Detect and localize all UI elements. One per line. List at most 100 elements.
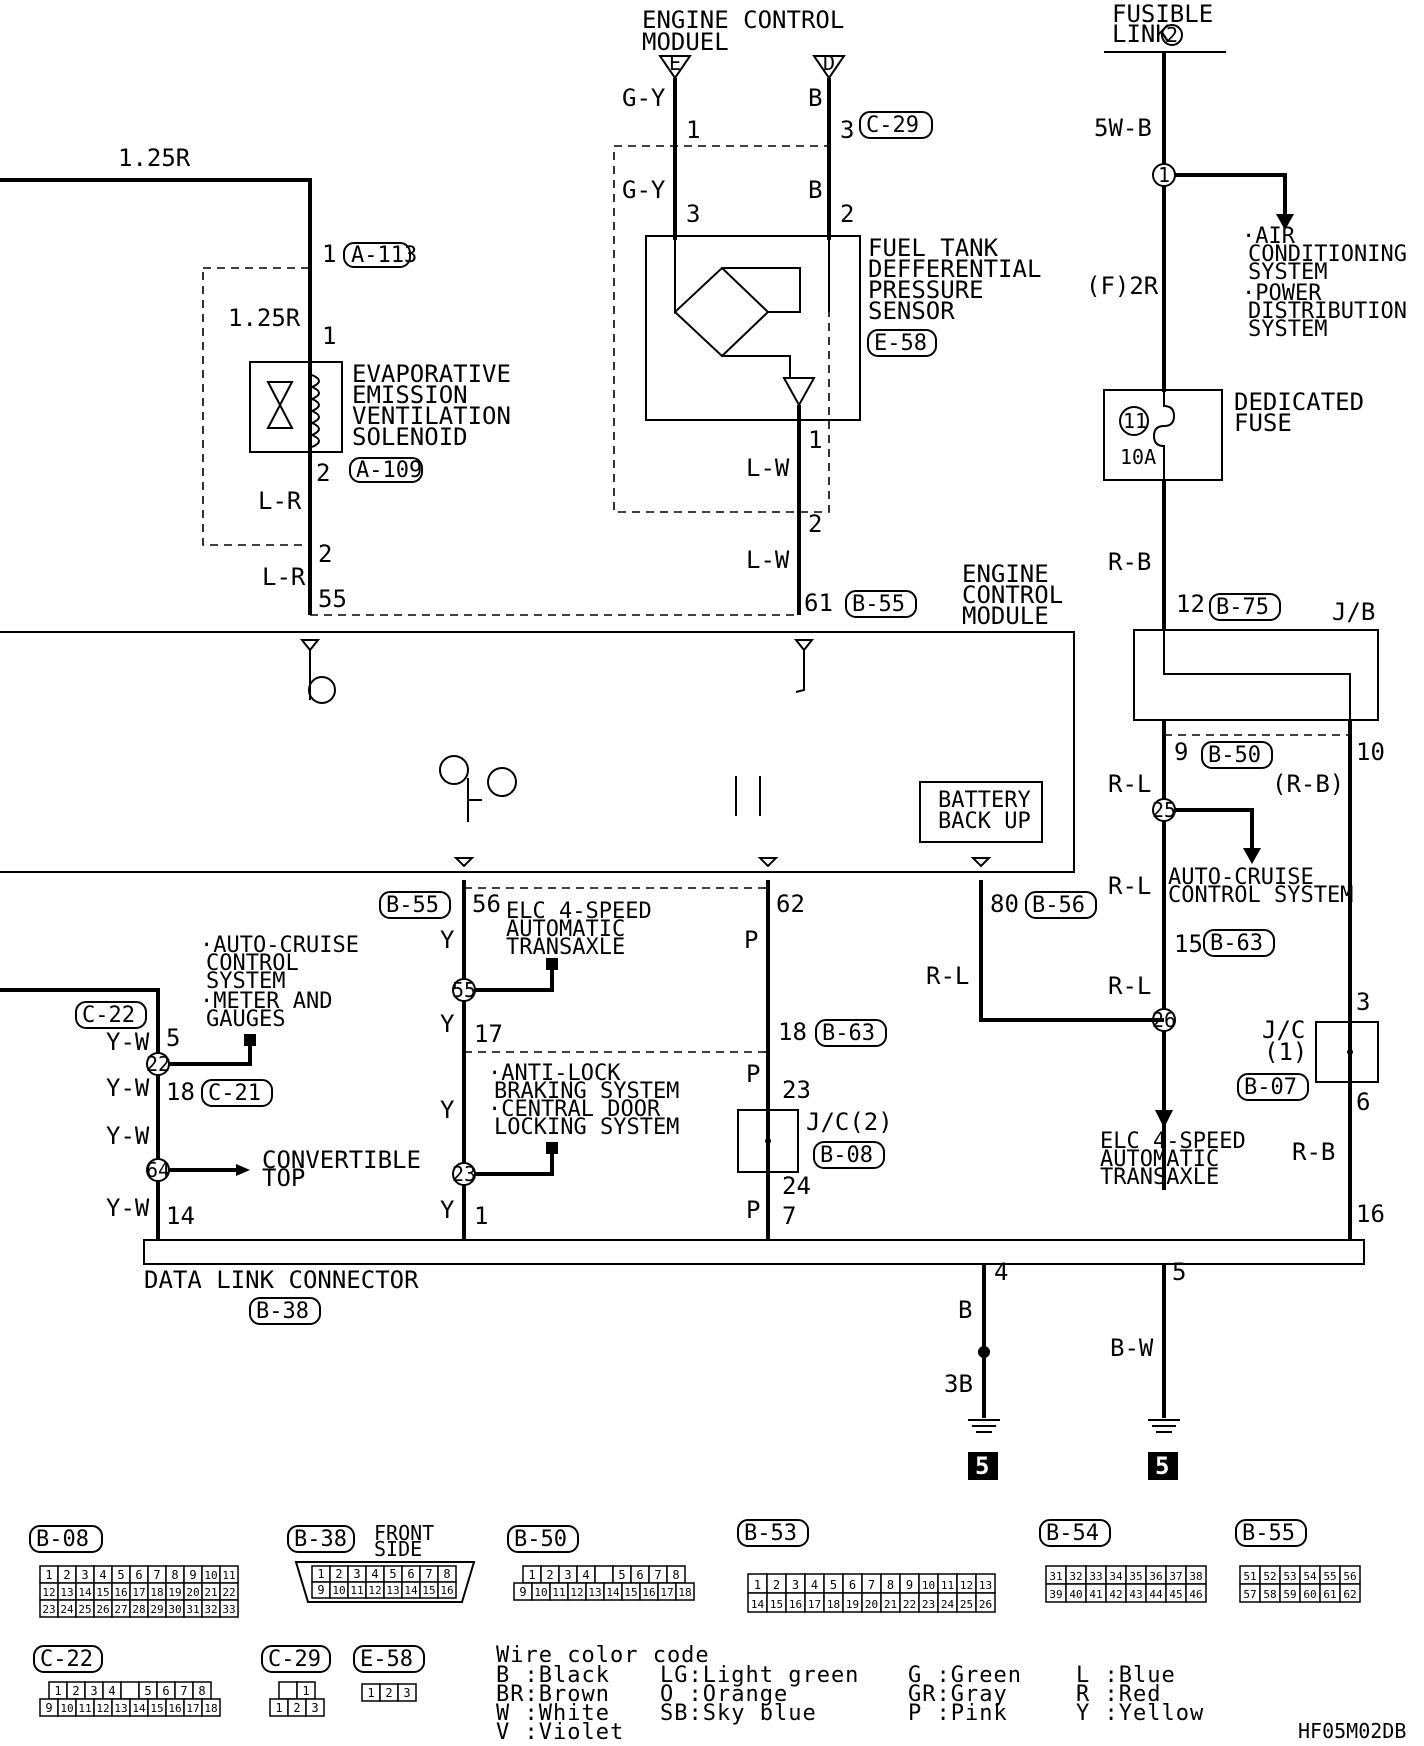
connector-pin-number: 8 (887, 1578, 894, 1592)
connector-pin-number: 42 (1109, 1588, 1122, 1601)
svg-text:B-56: B-56 (1032, 893, 1085, 918)
system-label: CONTROL SYSTEM (1168, 883, 1353, 908)
connector-pin-number: 46 (1189, 1588, 1202, 1601)
component-label: J/C (1262, 1016, 1305, 1044)
pin-label: 1 (322, 240, 336, 268)
connector-pin-number: 8 (443, 1567, 450, 1581)
connector-pin-number: 3 (90, 1684, 97, 1698)
connector-pin-number: 24 (941, 1598, 955, 1611)
ecm-outline (0, 631, 1075, 873)
pin-label: 2 (808, 510, 822, 538)
pin-label: 2 (318, 540, 332, 568)
ground-point-badge (1148, 1452, 1178, 1480)
connector-pin-number: 43 (1129, 1588, 1142, 1601)
connector-pin-number: 24 (60, 1603, 74, 1616)
connector-tag-b55: B-55 (845, 590, 917, 618)
legend-title: Wire color code (496, 1643, 710, 1668)
system-label: ·ANTI-LOCK (488, 1061, 621, 1086)
connector-pin-number: 11 (552, 1586, 565, 1599)
connector-pin-number: 15 (150, 1702, 163, 1715)
legend-entry: O :Orange (660, 1682, 788, 1707)
connector-pin-number: 3 (564, 1568, 571, 1582)
connector-pin-number: 12 (960, 1579, 973, 1592)
connector-pin-number: 14 (751, 1598, 765, 1611)
connector-pin-number: 1 (317, 1567, 324, 1581)
connector-pin-number: 56 (1343, 1570, 1356, 1583)
connector-pin-number: 41 (1089, 1588, 1102, 1601)
svg-text:B-63: B-63 (822, 1021, 875, 1046)
battery-label: BATTERY (938, 788, 1031, 813)
wire-yw (0, 988, 160, 1240)
pin-label: 24 (782, 1172, 811, 1200)
wire-label: L-W (746, 546, 790, 574)
connector-pin-number: 11 (222, 1569, 235, 1582)
connector-pin-number: 16 (789, 1598, 802, 1611)
connector-pin-number: 10 (534, 1586, 547, 1599)
connector-pin-number: 1 (367, 1686, 374, 1700)
legend-entry: SB:Sky blue (660, 1701, 817, 1726)
system-label: AUTOMATIC (1100, 1147, 1219, 1172)
connector-cell (975, 1592, 996, 1613)
wire-label: Y-W (106, 1122, 150, 1150)
connector-tag-b50: B-50 (1201, 741, 1273, 769)
terminal-icon (546, 1142, 558, 1154)
connector-pin-number: 18 (204, 1702, 217, 1715)
pin-label: 1 (322, 322, 336, 350)
resistor-icon (735, 776, 761, 816)
connector-pin-number: 6 (407, 1567, 414, 1581)
joint-connector-1 (1315, 1021, 1379, 1083)
terminal-icon (244, 1034, 256, 1046)
svg-text:C-22: C-22 (82, 1003, 135, 1028)
terminal-letter: E (669, 51, 681, 75)
ground-point-number: 5 (975, 1452, 989, 1480)
wire-label: B-W (1110, 1334, 1154, 1362)
bridge-leads (722, 267, 801, 378)
component-label: FUEL TANK (868, 234, 999, 262)
connector-tag-b08: B-08 (813, 1141, 885, 1169)
wire-label: L-R (258, 487, 302, 515)
connector-pin-number: 19 (846, 1598, 859, 1611)
connector-pin-number: 7 (654, 1568, 661, 1582)
system-label: SYSTEM (206, 969, 285, 994)
fuse-number: 11 (1123, 409, 1147, 433)
ground-icon (1148, 1419, 1180, 1433)
component-label: DEFFERENTIAL (868, 255, 1041, 283)
connector-cell (201, 1698, 221, 1717)
internal-lead (309, 639, 815, 700)
pin-label: 15 (1174, 930, 1203, 958)
connector-pin-number: 59 (1283, 1588, 1296, 1601)
system-label: SYSTEM (1248, 317, 1327, 342)
svg-text:A-113: A-113 (351, 243, 417, 268)
connector-pin-number: 36 (1149, 1570, 1162, 1583)
legend-entry: Y :Yellow (1076, 1701, 1204, 1726)
svg-text:B-55: B-55 (1242, 1521, 1295, 1546)
wire-label: B (808, 176, 822, 204)
splice-number: 1 (1158, 163, 1170, 187)
connector-pin-number: 2 (72, 1684, 79, 1698)
connector-pin-number: 8 (672, 1568, 679, 1582)
legend-entry: L :Blue (1076, 1663, 1176, 1688)
connector-pin-number: 15 (624, 1586, 637, 1599)
splice-number: 22 (146, 1052, 170, 1076)
fusible-link-label: LINK (1112, 20, 1170, 48)
connector-pin-number: 21 (204, 1586, 217, 1599)
ecm-terminal-d (812, 55, 846, 80)
svg-text:E-58: E-58 (874, 331, 927, 356)
system-label: ·METER AND (200, 989, 332, 1014)
connector-pin-number: 9 (189, 1568, 196, 1582)
wire-label: P (746, 1060, 760, 1088)
connector-pin-number: 8 (198, 1684, 205, 1698)
connector-pin-number: 4 (371, 1567, 378, 1581)
dlc-face-outline (294, 1561, 476, 1603)
pin-label: 1 (686, 116, 700, 144)
connector-pin-number: 16 (440, 1584, 453, 1597)
connector-pin-number: 19 (168, 1586, 181, 1599)
wire-label: R-L (1108, 972, 1151, 1000)
connector-pin-number: 22 (903, 1598, 916, 1611)
wire-label: R-L (926, 962, 969, 990)
svg-text:B-08: B-08 (36, 1527, 89, 1552)
svg-text:B-38: B-38 (294, 1527, 347, 1552)
connector-pin-number: 7 (868, 1578, 875, 1592)
svg-text:B-75: B-75 (1216, 595, 1269, 620)
svg-text:B-54: B-54 (1046, 1521, 1099, 1546)
